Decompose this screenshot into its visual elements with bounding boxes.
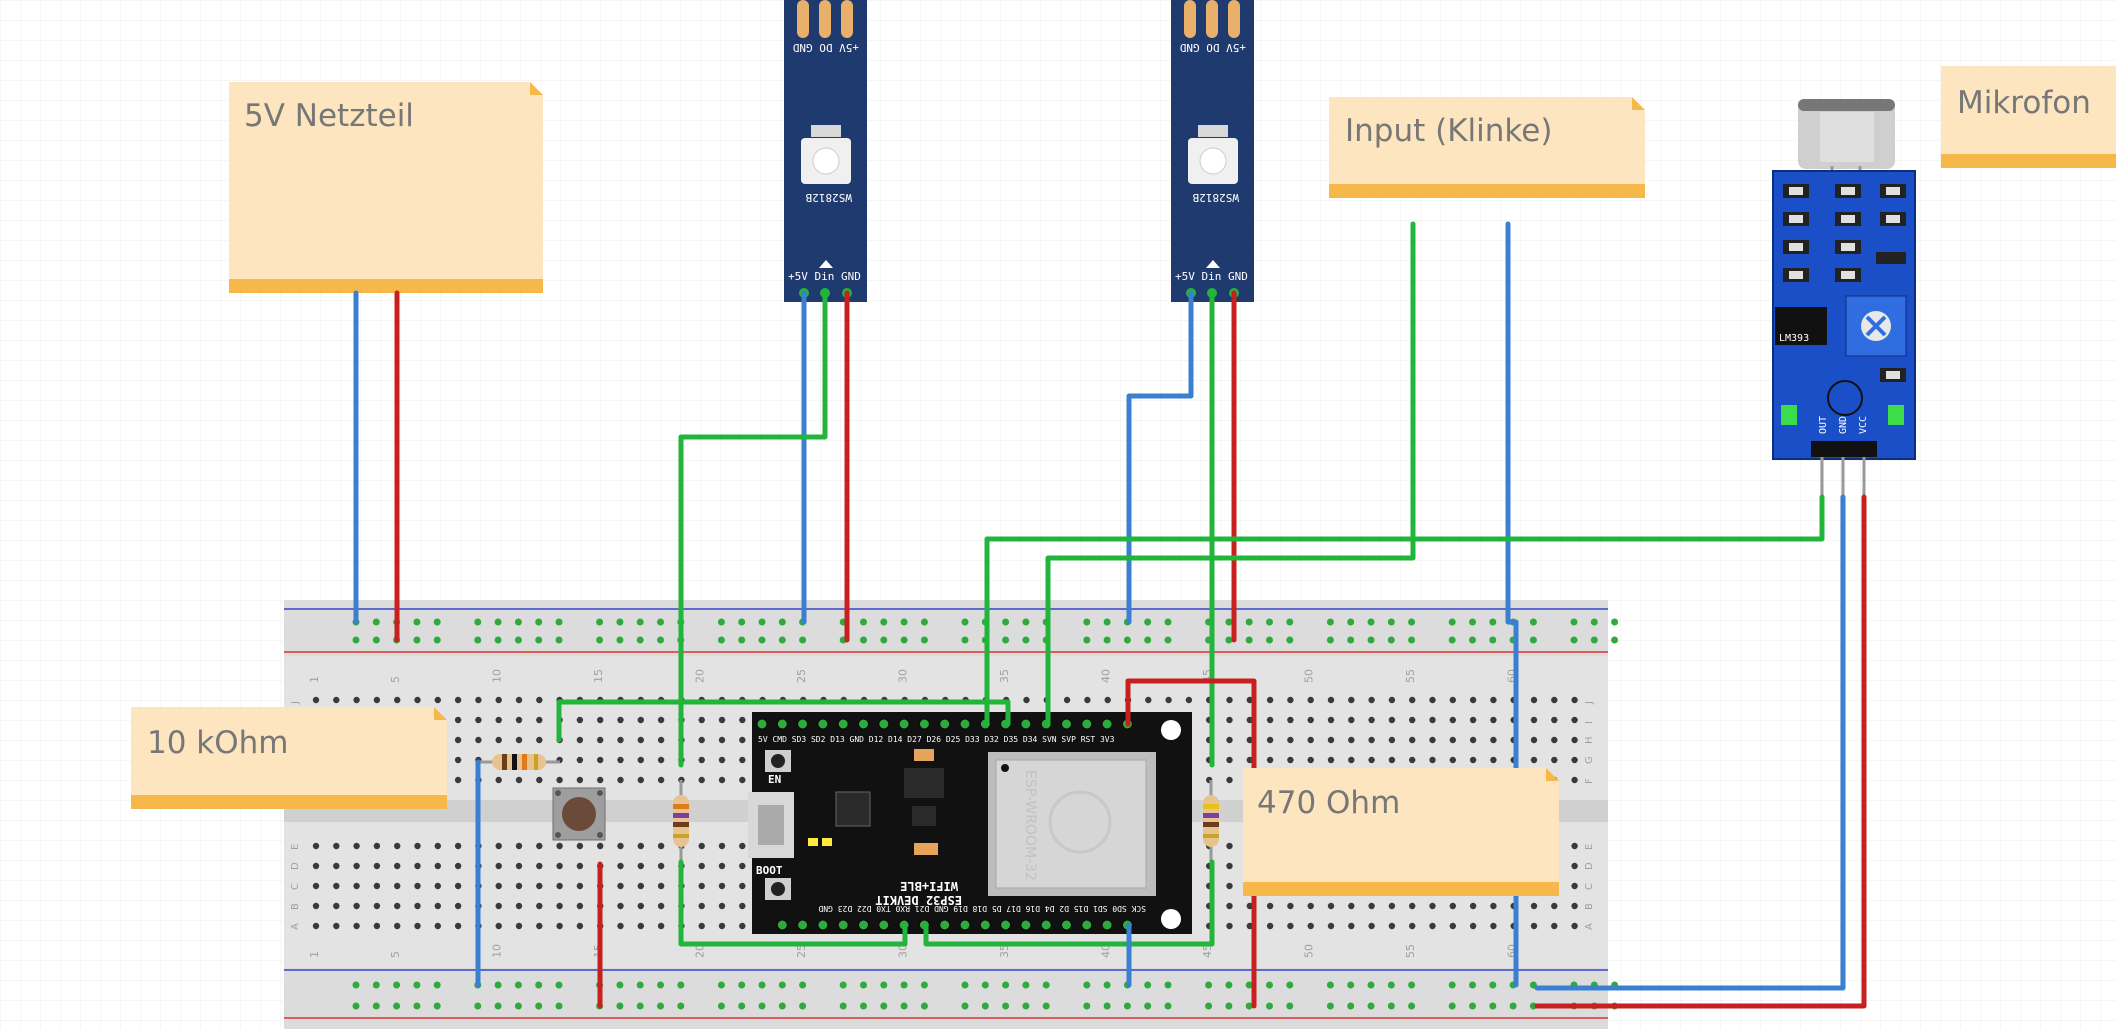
row-letter: D xyxy=(290,862,301,870)
column-number-bottom: 20 xyxy=(694,944,707,958)
note-resistor-470-text: 470 Ohm xyxy=(1257,785,1400,821)
note-input-jack-text: Input (Klinke) xyxy=(1345,113,1552,149)
column-number-bottom: 50 xyxy=(1303,944,1316,958)
column-number-bottom: 25 xyxy=(795,944,808,958)
mic-pin-gnd-label: GND xyxy=(1838,416,1849,434)
column-number-top: 25 xyxy=(795,669,808,683)
resistor-10k[interactable] xyxy=(478,754,560,770)
note-input-jack[interactable]: Input (Klinke) xyxy=(1329,97,1645,198)
bottom-power-rail xyxy=(284,968,1608,1029)
esp32-mount-hole-bottom xyxy=(1161,909,1181,929)
row-letter: E xyxy=(290,844,301,850)
note-resistor-10k-text: 10 kOhm xyxy=(147,725,289,761)
column-number-top: 5 xyxy=(389,676,402,683)
column-number-bottom: 40 xyxy=(1100,944,1113,958)
mic-pin-header xyxy=(1811,441,1877,457)
en-label: EN xyxy=(768,773,781,786)
strip1-chip-label: WS2812B xyxy=(805,191,852,204)
wire-strip2-gnd[interactable] xyxy=(1126,290,1194,625)
wire-mic-vcc[interactable] xyxy=(1534,494,1867,1009)
usb-uart-chip xyxy=(835,791,871,827)
column-number-top: 10 xyxy=(491,669,504,683)
column-number-bottom: 55 xyxy=(1404,944,1417,958)
column-number-bottom: 45 xyxy=(1201,944,1214,958)
column-number-top: 30 xyxy=(897,669,910,683)
led-strip-2[interactable]: +5V DO GND WS2812B +5V Din GND xyxy=(1171,0,1254,302)
column-number-top: 40 xyxy=(1100,669,1113,683)
microphone-comparator-chip xyxy=(1775,307,1827,345)
push-button[interactable] xyxy=(552,787,606,841)
column-number-bottom: 30 xyxy=(897,944,910,958)
column-number-top: 15 xyxy=(592,669,605,683)
row-letter: D xyxy=(1584,862,1595,870)
column-number-top: 55 xyxy=(1404,669,1417,683)
column-number-bottom: 1 xyxy=(308,951,321,958)
row-letter: F xyxy=(1584,778,1595,784)
mic-pin-out-label: OUT xyxy=(1818,416,1829,434)
strip2-top-pins: +5V DO GND xyxy=(1180,41,1246,54)
esp32-devkit[interactable]: 5V CMD SD3 SD2 D13 GND D12 D14 D27 D26 D… xyxy=(748,712,1192,934)
wire-mic-out[interactable] xyxy=(984,494,1825,727)
row-letter: J xyxy=(290,701,301,705)
board-label-devkit: ESP32 DEVKIT xyxy=(875,893,962,907)
row-letter: A xyxy=(290,923,301,930)
wroom-module-label: ESP-WROOM-32 xyxy=(1022,770,1038,881)
row-letter: C xyxy=(1584,883,1595,890)
wire-strip1-data-gpio[interactable] xyxy=(678,859,908,947)
strip2-bottom-pins: +5V Din GND xyxy=(1175,270,1248,283)
row-letter: E xyxy=(1584,844,1595,850)
resistor-470[interactable] xyxy=(1203,780,1219,862)
row-letter: A xyxy=(1584,923,1595,930)
board-label-wifi: WIFI+BLE xyxy=(900,879,958,893)
wire-strip1-din[interactable] xyxy=(678,290,828,768)
row-letter: H xyxy=(1584,736,1595,744)
row-letter: C xyxy=(290,883,301,890)
note-microphone-text: Mikrofon xyxy=(1957,85,2091,121)
voltage-regulator xyxy=(904,768,944,798)
wire-input-signal[interactable] xyxy=(1045,221,1416,727)
microphone-module[interactable]: LM393 OUT GND VCC xyxy=(1772,99,1916,497)
strip2-chip-label: WS2812B xyxy=(1192,191,1239,204)
resistor-left-vertical[interactable] xyxy=(673,780,689,862)
note-resistor-10k[interactable]: 10 kOhm xyxy=(131,707,447,809)
wire-button-to-gpio[interactable] xyxy=(556,699,1011,743)
note-resistor-470[interactable]: 470 Ohm xyxy=(1243,768,1559,896)
column-number-bottom: 35 xyxy=(998,944,1011,958)
note-microphone[interactable]: Mikrofon xyxy=(1941,66,2116,168)
row-letter: J xyxy=(1584,701,1595,705)
mic-pin-vcc-label: VCC xyxy=(1858,416,1869,434)
boot-label: BOOT xyxy=(756,864,783,877)
wroom-module-shield xyxy=(995,759,1147,889)
row-letter: B xyxy=(1584,903,1595,910)
esp32-mount-hole-top xyxy=(1161,720,1181,740)
column-number-bottom: 5 xyxy=(389,951,402,958)
row-letter: B xyxy=(290,903,301,910)
strip1-bottom-pins: +5V Din GND xyxy=(788,270,861,283)
column-number-top: 35 xyxy=(998,669,1011,683)
wire-mic-gnd[interactable] xyxy=(1534,494,1846,991)
row-letter: G xyxy=(1584,756,1595,764)
column-number-top: 1 xyxy=(308,676,321,683)
led-strip-1[interactable]: +5V DO GND WS2812B +5V Din GND xyxy=(784,0,867,302)
row-letter: I xyxy=(1584,721,1595,724)
esp32-top-pin-labels: 5V CMD SD3 SD2 D13 GND D12 D14 D27 D26 D… xyxy=(758,735,1115,744)
column-number-bottom: 10 xyxy=(491,944,504,958)
note-power-supply-text: 5V Netzteil xyxy=(244,98,414,134)
note-power-supply[interactable]: 5V Netzteil xyxy=(229,82,543,293)
microphone-chip-label: LM393 xyxy=(1779,333,1809,344)
strip1-top-pins: +5V DO GND xyxy=(793,41,859,54)
wire-strip2-data-gpio[interactable] xyxy=(923,859,1215,947)
esp32-bottom-pin-labels: SCK SD0 SD1 D15 D2 D4 D16 D17 D5 D18 D19… xyxy=(818,904,1146,913)
column-number-top: 20 xyxy=(694,669,707,683)
column-number-top: 50 xyxy=(1303,669,1316,683)
